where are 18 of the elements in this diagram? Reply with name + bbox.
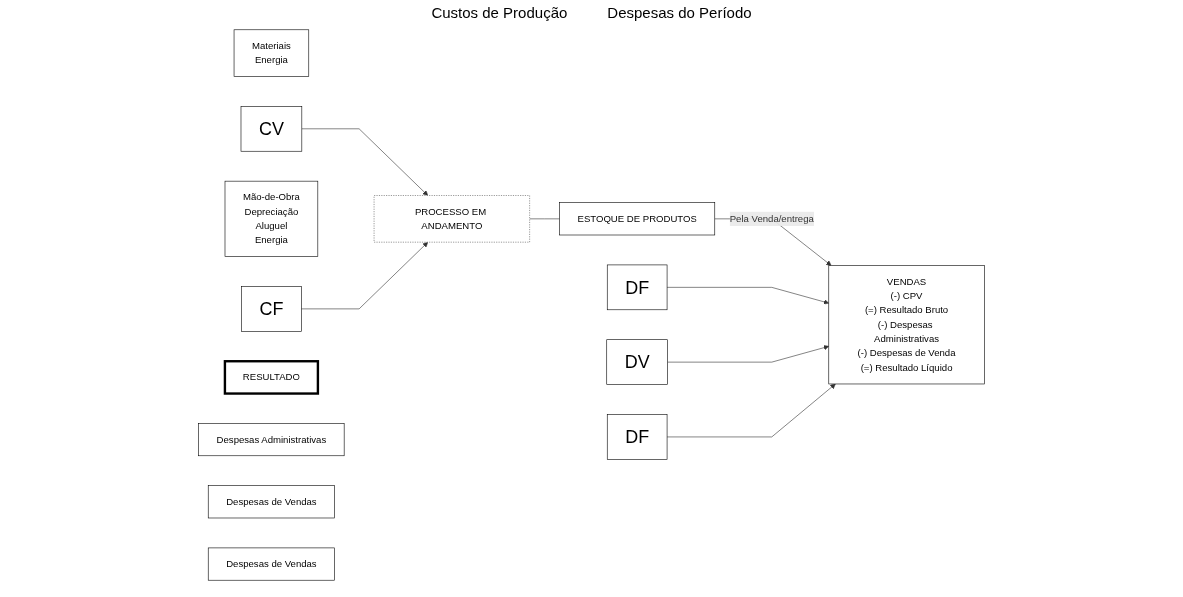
note-text: Custos de Produção xyxy=(431,4,568,21)
node-box: Despesas de Vendas xyxy=(207,485,335,519)
node-box: Mão-de-Obra Depreciação Aluguel Energia xyxy=(224,180,319,257)
node-box: CV xyxy=(240,106,303,152)
edge-label: Pela Venda/entrega xyxy=(729,213,814,224)
node-box: RESULTADO xyxy=(223,360,320,395)
node-box: DV xyxy=(606,339,668,385)
node-box: DF xyxy=(606,414,668,460)
node-box: VENDAS (-) CPV (=) Resultado Bruto (-) Despesas Administrativas (-) Despesas de Venda (=) Resultado Líquido xyxy=(828,265,985,385)
node-box: ESTOQUE DE PRODUTOS xyxy=(559,202,716,236)
node-box: Despesas Administrativas xyxy=(198,423,345,457)
node-box: PROCESSO EM ANDAMENTO xyxy=(373,195,530,243)
node-box: Despesas de Vendas xyxy=(207,547,335,581)
connector xyxy=(529,218,560,220)
node-box: Materiais Energia xyxy=(233,29,310,77)
node-box: CF xyxy=(241,286,302,332)
node-box: DF xyxy=(606,264,668,311)
note-text: Despesas do Período xyxy=(607,4,752,21)
